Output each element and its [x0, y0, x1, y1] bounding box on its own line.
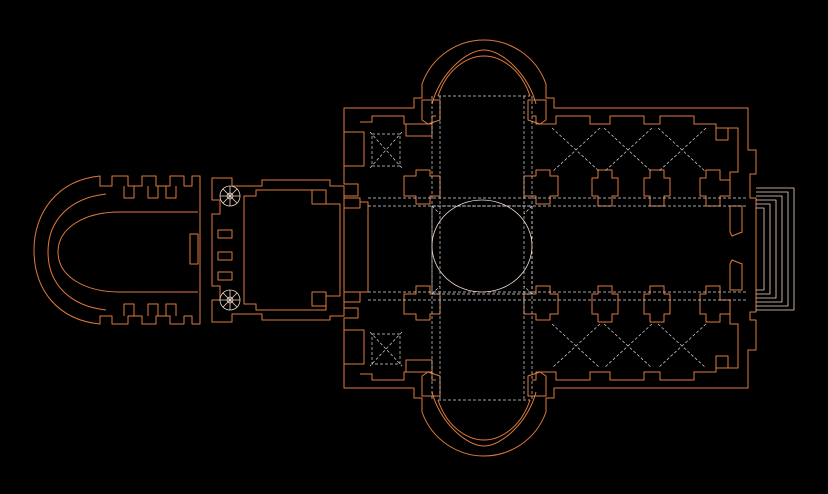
step-4: [756, 195, 783, 303]
step-5: [756, 191, 789, 307]
spiral-stair-s: [219, 289, 241, 311]
step-2: [756, 203, 771, 295]
vestibule-slot-1: [217, 229, 233, 239]
crossing-diag: [431, 205, 533, 295]
north-apse-inner: [437, 55, 531, 97]
vestibule-corner-pier-se: [311, 291, 327, 307]
east-jamb-n: [729, 205, 743, 237]
pier-nave-n1: [591, 169, 619, 207]
pier-nave-s2: [643, 285, 671, 323]
vestibule-corner-pier-ne: [311, 189, 327, 205]
piers: [344, 99, 743, 397]
vault-cross-sw: [369, 331, 403, 367]
vault-cross-nw: [369, 131, 403, 169]
south-apse-inner: [437, 399, 531, 441]
apse-niche-ring: [47, 193, 107, 311]
plan-line: [220, 290, 240, 310]
vestibule: [211, 177, 361, 323]
pier-crossing-ne: [523, 169, 559, 205]
transept-band-e: [523, 96, 533, 400]
step-1: [756, 207, 765, 291]
spiral-stair-n: [219, 185, 241, 207]
east-steps: [756, 187, 795, 311]
pier-west-s: [344, 329, 365, 365]
pier-nave-n3: [699, 169, 731, 207]
pier-apse-ne: [527, 99, 547, 125]
vault-cross-se-3: [657, 323, 707, 369]
vestibule-inner-wall: [243, 189, 341, 311]
pier-crossing-se: [523, 285, 559, 321]
vault-cross-ne-1: [551, 127, 601, 173]
transept-band-w: [431, 96, 441, 400]
church-outer-wall: [343, 39, 757, 457]
nave-band-s: [368, 291, 748, 301]
east-wall-niche-s: [715, 355, 729, 369]
vault-cross-ne-3: [657, 127, 707, 173]
apse-pilasters: [123, 186, 177, 316]
pier-west-n: [344, 131, 365, 167]
vault-cross-se-2: [603, 323, 653, 369]
west-nave-wall: [360, 201, 369, 293]
apse-outer-wall: [33, 175, 201, 325]
pier-crossing-nw: [403, 169, 441, 205]
vestibule-slot-3: [217, 271, 233, 281]
pier-nave-n2: [643, 169, 671, 207]
pier-crossing-sw: [403, 285, 441, 321]
pier-nave-s3: [699, 285, 731, 323]
crossing-square: [431, 205, 533, 295]
dome-circle: [431, 199, 533, 293]
east-jamb-s: [729, 259, 743, 291]
nave-band-n: [368, 197, 748, 207]
pier-apse-sw: [421, 371, 441, 397]
dome: [431, 199, 533, 293]
pier-aisle-n-1: [405, 123, 433, 137]
apse-door: [189, 233, 199, 265]
step-3: [756, 199, 777, 299]
vault-cross-ne-2: [603, 127, 653, 173]
pier-nave-s1: [591, 285, 619, 323]
plan-line: [220, 186, 240, 206]
vestibule-outer-wall: [211, 177, 361, 323]
north-apse-inner-2: [431, 49, 537, 105]
pier-apse-nw: [421, 99, 441, 125]
vault-cross-se-1: [551, 323, 601, 369]
left-apse: [33, 175, 201, 325]
pier-aisle-s-1: [405, 359, 433, 373]
apse-inner-wall: [57, 211, 198, 293]
pier-apse-se: [527, 371, 547, 397]
vault-lines: [368, 95, 748, 401]
east-wall-niche-n: [715, 127, 729, 141]
church-perimeter: [343, 39, 757, 457]
north-aisle-inner: [360, 115, 739, 184]
south-apse-inner-2: [431, 391, 537, 447]
south-aisle-inner: [360, 312, 739, 381]
vestibule-slot-2: [217, 251, 233, 261]
step-6: [756, 187, 795, 311]
